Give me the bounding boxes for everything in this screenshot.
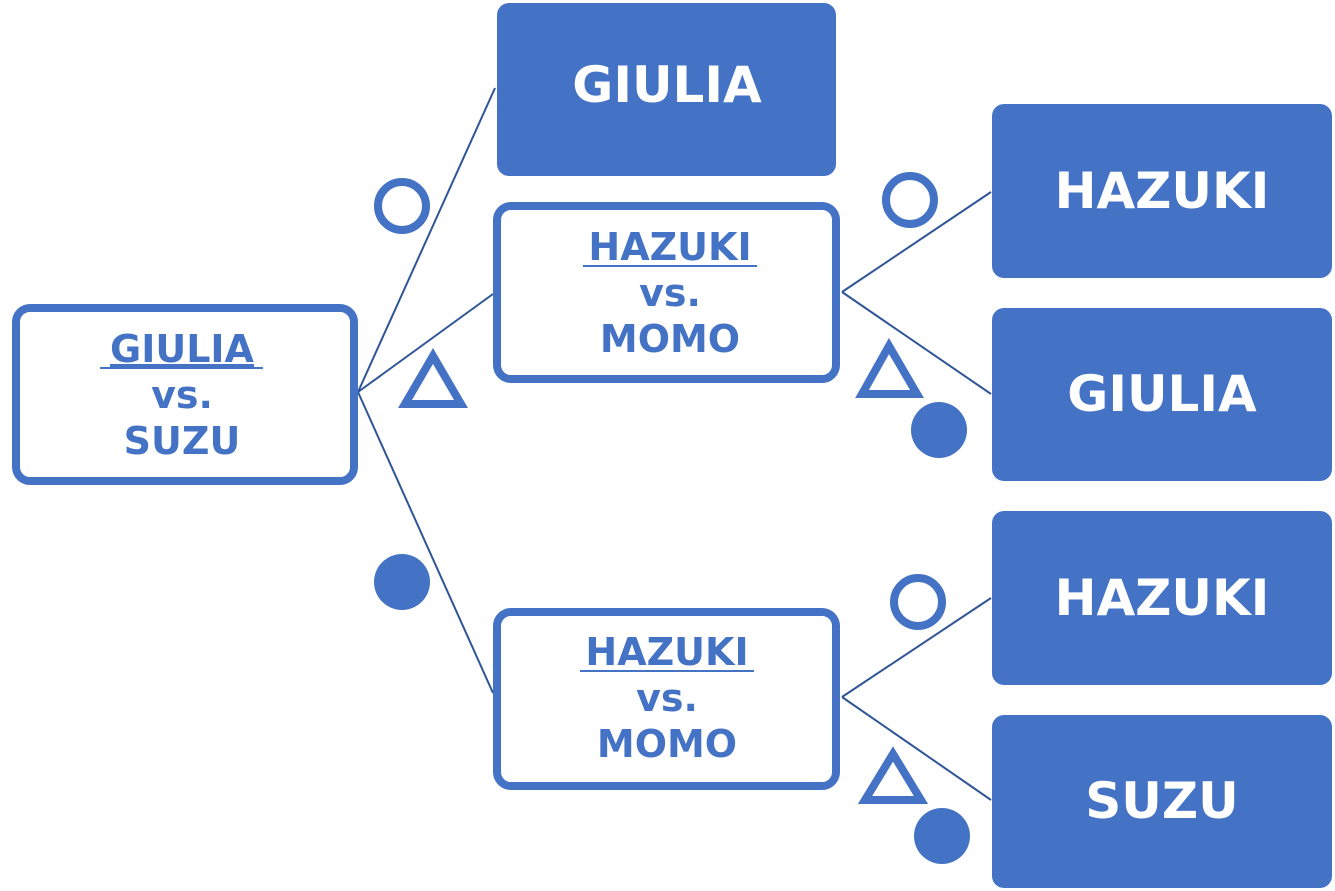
circle-outline-icon bbox=[890, 574, 946, 630]
connector-mid2-b bbox=[841, 696, 992, 801]
svg-text:SUZU: SUZU bbox=[1085, 772, 1238, 830]
svg-text:HAZUKI: HAZUKI bbox=[1055, 162, 1270, 220]
result-box-suzu: SUZU bbox=[992, 715, 1332, 888]
root-bottom-player: SUZU bbox=[124, 419, 241, 463]
connector-root-draw bbox=[357, 293, 494, 393]
connector-root-loss bbox=[357, 391, 494, 694]
triangle-outline-icon bbox=[398, 348, 468, 408]
draw-match-box: HAZUKI vs. MOMO bbox=[493, 202, 840, 383]
loss-match-box: HAZUKI vs. MOMO bbox=[493, 608, 840, 790]
circle-outline-icon bbox=[374, 178, 430, 234]
root-vs: vs. bbox=[151, 373, 213, 417]
circle-outline-icon bbox=[882, 172, 938, 228]
root-top-player: GIULIA bbox=[110, 327, 255, 371]
draw-match-bottom: MOMO bbox=[600, 317, 740, 361]
loss-match-top: HAZUKI bbox=[585, 630, 748, 674]
svg-text:vs.: vs. bbox=[639, 271, 701, 315]
svg-text:GIULIA: GIULIA bbox=[1067, 365, 1257, 423]
root-match-box: GIULIA vs. SUZU bbox=[12, 304, 358, 485]
result-box-giulia: GIULIA bbox=[497, 3, 836, 176]
triangle-outline-icon bbox=[857, 746, 929, 804]
connector-mid1-b bbox=[841, 291, 992, 395]
connector-mid2-a bbox=[841, 597, 992, 698]
svg-text:GIULIA: GIULIA bbox=[572, 56, 762, 114]
svg-text:HAZUKI: HAZUKI bbox=[1055, 569, 1270, 627]
connectors bbox=[357, 87, 992, 801]
connector-root-win bbox=[357, 87, 496, 393]
result-box-giulia-2: GIULIA bbox=[992, 308, 1332, 481]
connector-mid1-a bbox=[841, 191, 992, 293]
circle-filled-icon bbox=[374, 554, 430, 610]
result-box-hazuki-2: HAZUKI bbox=[992, 511, 1332, 685]
triangle-outline-icon bbox=[855, 337, 924, 398]
circle-filled-icon bbox=[914, 808, 970, 864]
loss-match-bottom: MOMO bbox=[597, 722, 737, 766]
svg-text:vs.: vs. bbox=[636, 676, 698, 720]
result-box-hazuki-1: HAZUKI bbox=[992, 104, 1332, 278]
draw-match-top: HAZUKI bbox=[588, 225, 751, 269]
circle-filled-icon bbox=[911, 402, 967, 458]
